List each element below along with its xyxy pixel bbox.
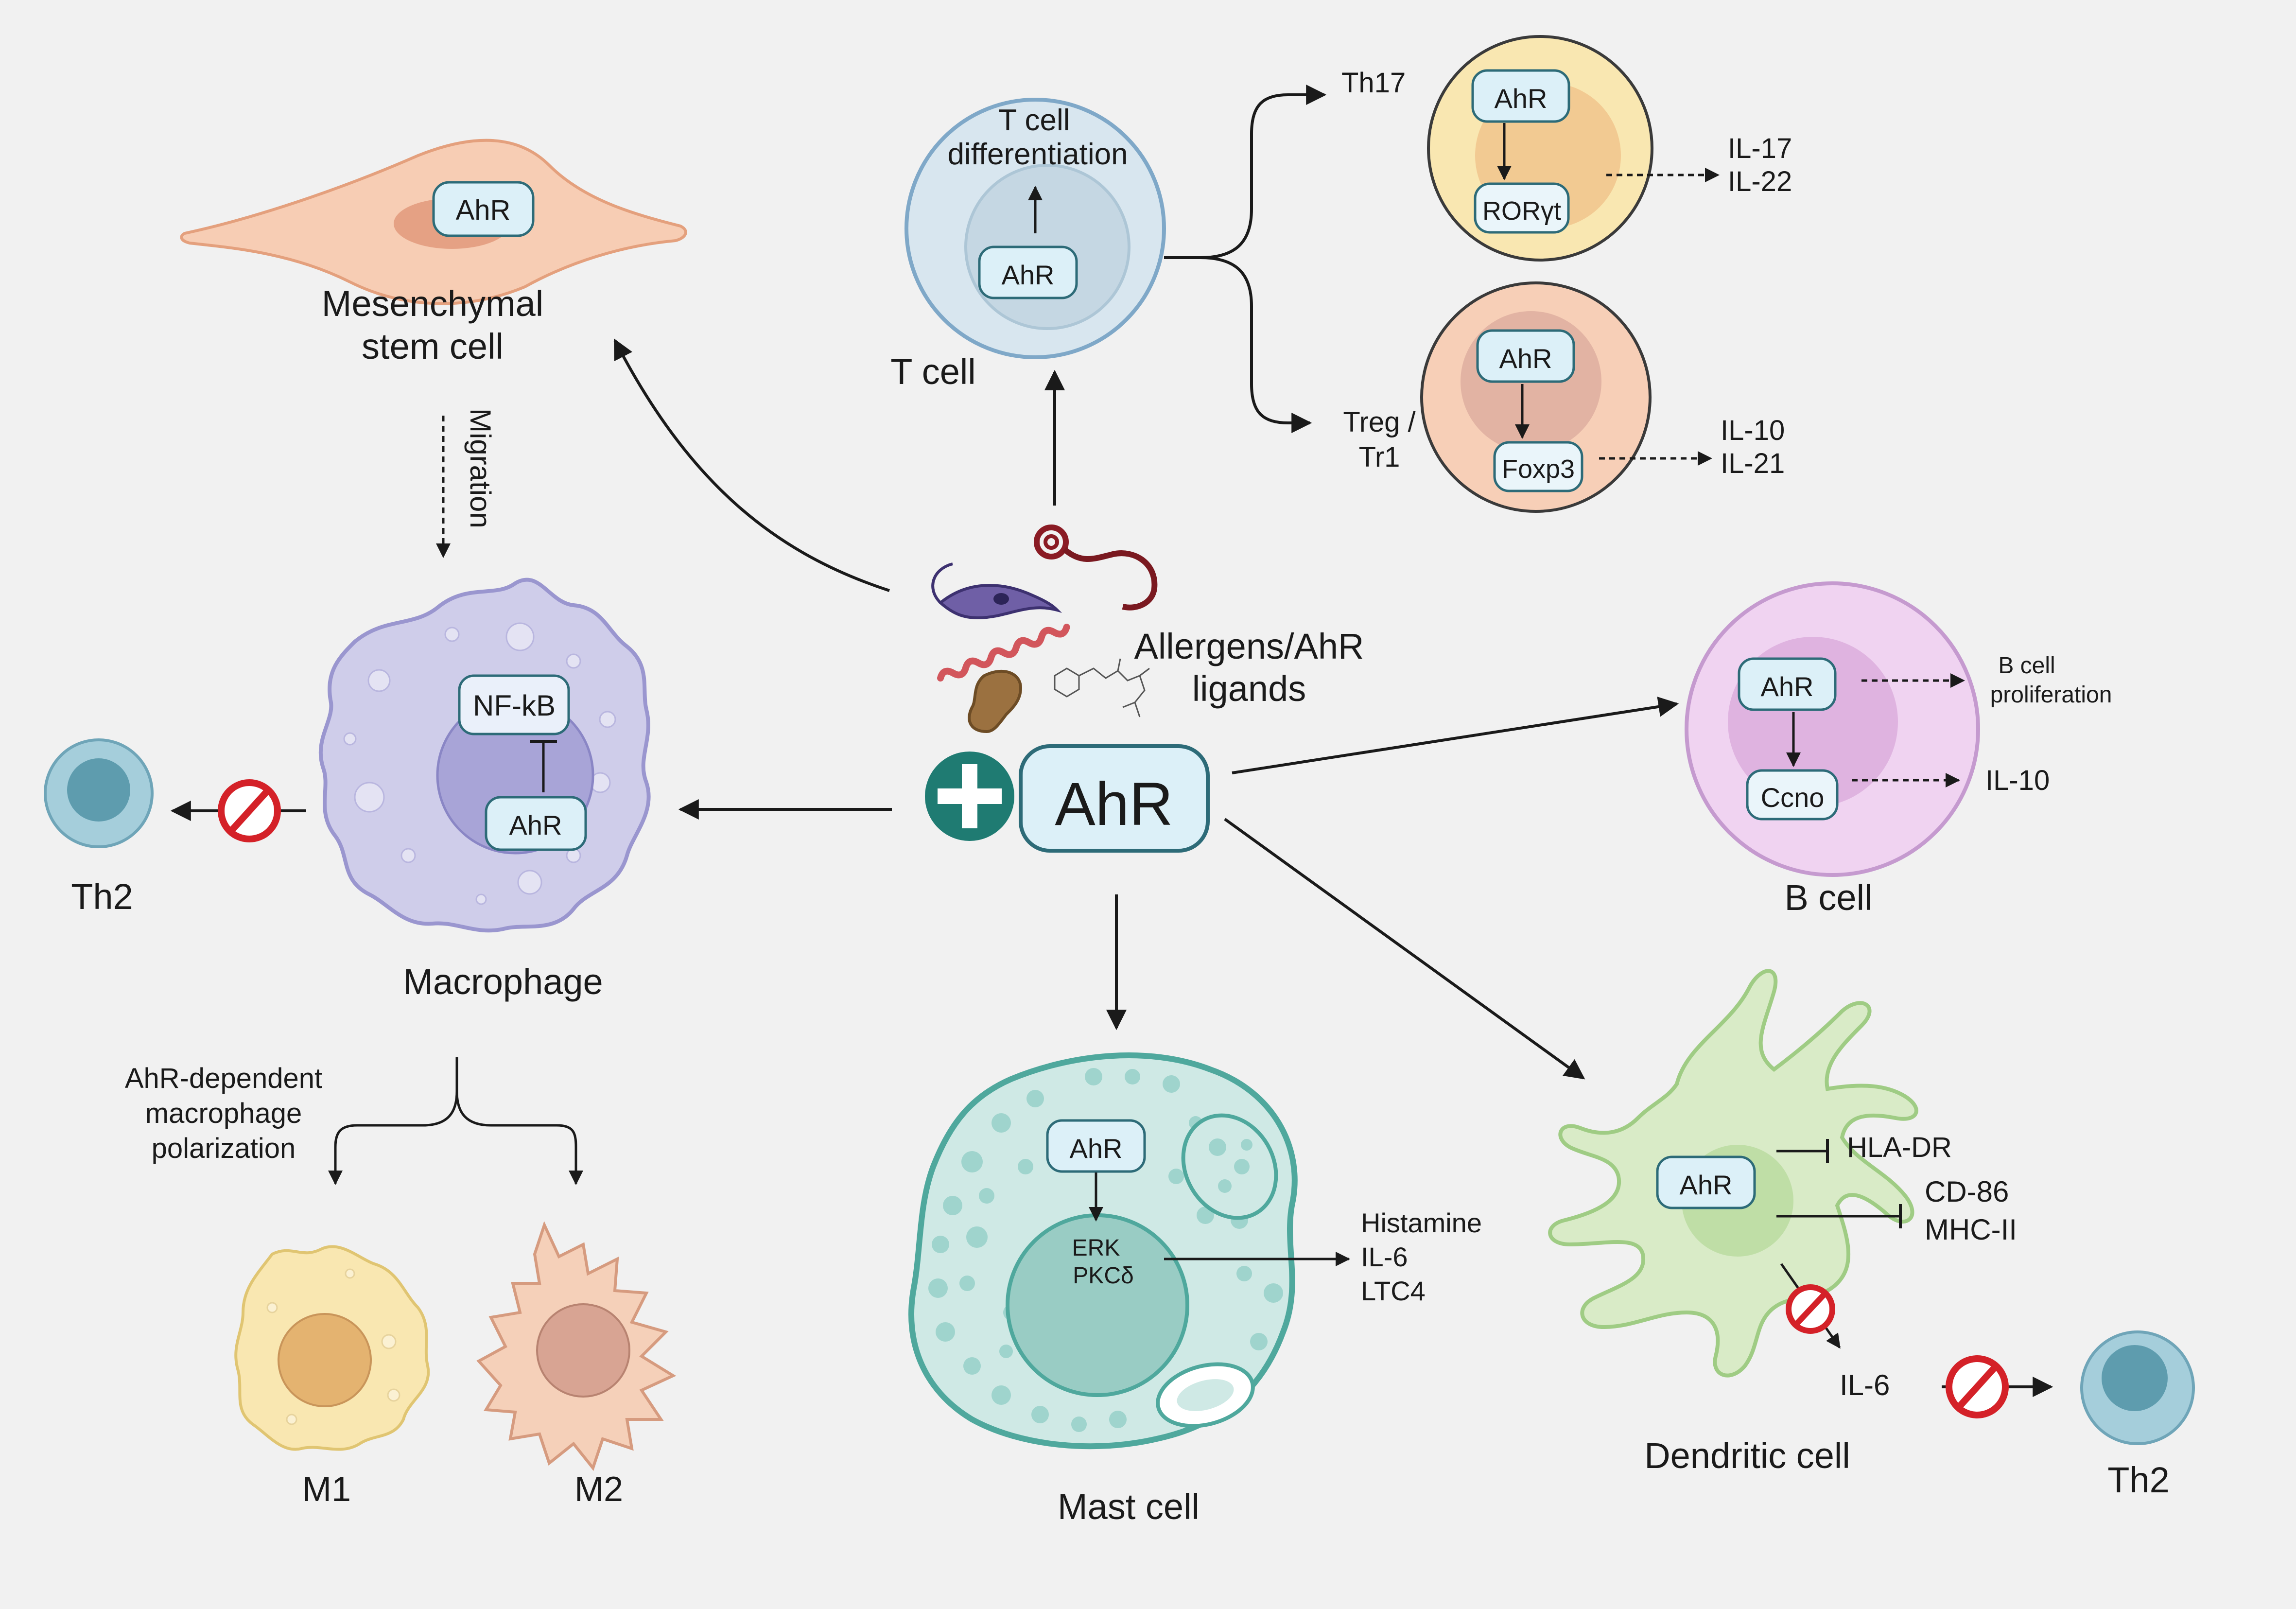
mast-name: Mast cell xyxy=(1058,1487,1200,1527)
th17-target-label: RORγt xyxy=(1482,196,1561,226)
mesenchymal-stem-cell: AhR Mesenchymal stem cell Migration xyxy=(180,139,687,558)
dendritic-ahr-box xyxy=(1656,1155,1756,1209)
mesenchymal-name-line1: Mesenchymal xyxy=(322,283,544,324)
polarization-line1: AhR-dependent xyxy=(125,1063,322,1094)
tcell-split-bracket xyxy=(1164,85,1327,259)
arrow-to-mesenchymal xyxy=(613,338,890,592)
trypanosome-icon xyxy=(931,562,1062,619)
arrow-to-bcell xyxy=(1232,697,1679,774)
mast-out3: LTC4 xyxy=(1361,1276,1426,1306)
macrophage: NF-kB AhR Macrophage Th2 AhR-dependent m… xyxy=(44,577,677,1509)
treg-ahr-box xyxy=(1476,329,1575,383)
bcell-out2: IL-10 xyxy=(1985,765,2050,796)
th17-ahr-box xyxy=(1471,69,1570,123)
inhibit-icon-th2 xyxy=(1946,1355,2009,1418)
m2-nucleus xyxy=(536,1303,630,1398)
th17-label: Th17 xyxy=(1341,67,1406,99)
center-ahr-label: AhR xyxy=(1055,770,1173,838)
th17-out2: IL-22 xyxy=(1728,166,1792,197)
macrophage-vesicles xyxy=(343,622,616,905)
treg-target-box xyxy=(1493,441,1583,492)
th17-out1: IL-17 xyxy=(1728,133,1792,164)
peanut-icon xyxy=(968,670,1023,734)
tcell-diff-line1: T cell xyxy=(998,104,1070,137)
tcell-diff-line2: differentiation xyxy=(947,138,1128,171)
dendritic-il6: IL-6 xyxy=(1840,1369,1890,1401)
mast-cell-vesicle-bottom xyxy=(1156,1362,1255,1428)
dendritic-ahr-label: AhR xyxy=(1680,1170,1733,1200)
mast-pkc: PKCδ xyxy=(1073,1263,1133,1289)
polarization-line2: macrophage xyxy=(145,1098,302,1129)
spirochete-icon xyxy=(937,624,1070,682)
treg-out2: IL-21 xyxy=(1721,448,1785,479)
th2-left-label: Th2 xyxy=(71,876,133,917)
th2-right-label: Th2 xyxy=(2107,1460,2170,1500)
arrow-to-dendritic xyxy=(1224,818,1585,1080)
mast-erk: ERK xyxy=(1072,1235,1120,1261)
polarization-bracket xyxy=(328,1057,458,1185)
t-cell: T cell differentiation AhR T cell Th17 T… xyxy=(890,67,1416,473)
center-group: AhR Allergens/AhR ligands xyxy=(925,525,1364,853)
dendritic-mhc: MHC-II xyxy=(1925,1213,2017,1246)
dendritic-cd86: CD-86 xyxy=(1925,1175,2009,1208)
center-ahr-box xyxy=(1019,744,1210,853)
treg-target-label: Foxp3 xyxy=(1502,455,1575,484)
macrophage-name: Macrophage xyxy=(403,962,603,1002)
macrophage-ahr-label: AhR xyxy=(509,810,562,840)
bcell-name: B cell xyxy=(1785,877,1873,918)
bcell-ahr-box xyxy=(1738,657,1837,711)
chemical-structure-icon xyxy=(1054,658,1150,717)
plus-icon-horizontal xyxy=(938,788,1002,804)
m1-label: M1 xyxy=(302,1470,351,1509)
bcell-target-box xyxy=(1746,769,1839,821)
mast-cell-vesicle-top xyxy=(1181,1113,1278,1220)
treg-ahr-label: AhR xyxy=(1499,343,1552,374)
ligands-line1: Allergens/AhR xyxy=(1134,626,1364,666)
th2-cell-right-nucleus xyxy=(2102,1345,2168,1411)
tcell-name: T cell xyxy=(890,351,975,392)
tcell-ahr-label: AhR xyxy=(1002,260,1055,290)
nfkb-label: NF-kB xyxy=(473,689,556,722)
polarization-bracket-right xyxy=(455,1091,583,1185)
th17-target-box xyxy=(1474,182,1570,234)
nfkb-box xyxy=(458,674,570,735)
dendritic-name: Dendritic cell xyxy=(1644,1435,1850,1476)
mast-ahr-label: AhR xyxy=(1070,1133,1123,1164)
th17-ahr-label: AhR xyxy=(1495,83,1548,114)
mesenchymal-ahr-box xyxy=(432,181,535,237)
th2-cell-left-nucleus xyxy=(67,758,130,822)
m1-vesicles xyxy=(266,1268,400,1425)
ligands-line2: ligands xyxy=(1192,668,1306,709)
treg-cell: AhR Foxp3 IL-10 IL-21 xyxy=(1420,281,1785,513)
dendritic-hla: HLA-DR xyxy=(1847,1132,1952,1163)
treg-out1: IL-10 xyxy=(1721,415,1785,446)
treg-line2: Tr1 xyxy=(1359,441,1400,473)
m1-nucleus xyxy=(278,1313,372,1407)
bcell-out1-line1: B cell xyxy=(1998,653,2055,679)
mesenchymal-ahr-label: AhR xyxy=(456,194,511,226)
inhibit-icon xyxy=(218,779,281,842)
mast-ahr-box xyxy=(1046,1119,1146,1173)
polarization-line3: polarization xyxy=(152,1133,296,1164)
treg-line1: Treg / xyxy=(1343,406,1416,438)
macrophage-ahr-box xyxy=(485,796,587,851)
mast-cell: AhR ERK PKCδ Histamine IL-6 LTC4 Mast ce… xyxy=(908,1052,1482,1527)
bcell-target-label: Ccno xyxy=(1761,782,1825,813)
bcell-ahr-label: AhR xyxy=(1761,671,1814,702)
migration-label: Migration xyxy=(464,408,497,528)
bcell-out1-line2: proliferation xyxy=(1990,682,2112,708)
dendritic-cell: AhR HLA-DR CD-86 MHC-II IL-6 Th2 Dendrit… xyxy=(1548,969,2195,1500)
mast-out1: Histamine xyxy=(1361,1207,1482,1238)
worm-coil-icon xyxy=(1034,525,1158,611)
mast-out2: IL-6 xyxy=(1361,1242,1408,1272)
b-cell: AhR Ccno B cell proliferation IL-10 B ce… xyxy=(1685,581,2112,918)
tcell-ahr-box xyxy=(978,245,1078,299)
inhibit-icon-il6 xyxy=(1786,1284,1835,1334)
m2-label: M2 xyxy=(574,1470,623,1509)
th17-cell: AhR RORγt IL-17 IL-22 xyxy=(1427,35,1792,262)
mesenchymal-name-line2: stem cell xyxy=(362,326,504,367)
tcell-split-bracket-lower xyxy=(1200,256,1312,433)
